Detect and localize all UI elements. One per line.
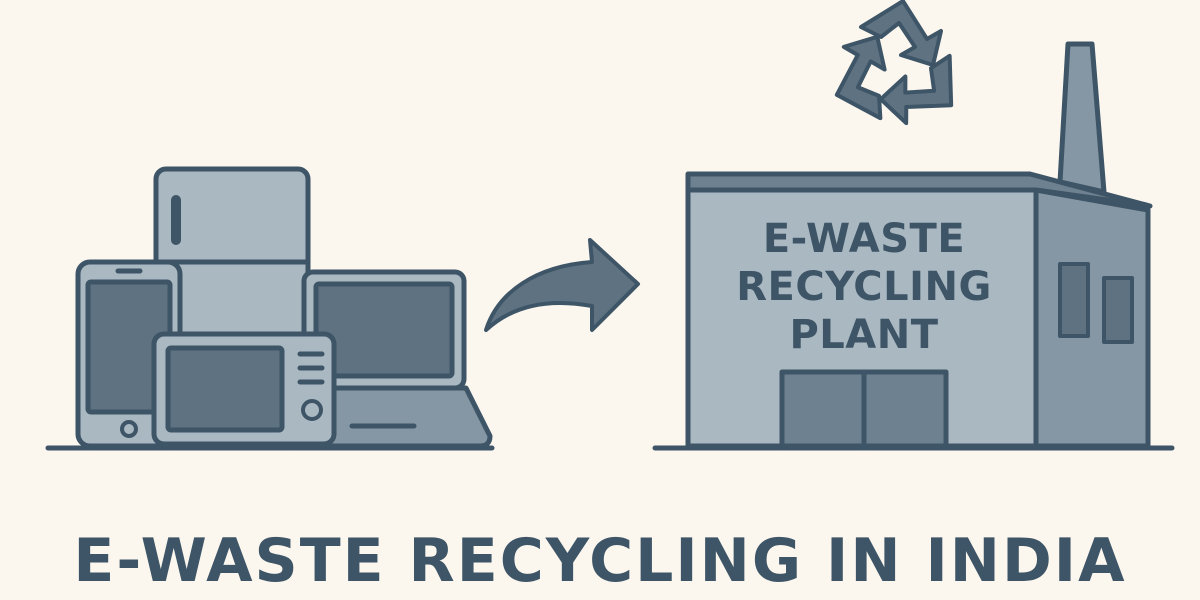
recycle-arrow-3 [834,34,887,121]
recycle-arrow-2 [878,53,954,126]
arrow-icon [484,238,640,332]
laptop-icon [293,269,493,449]
refrigerator-icon [153,166,311,362]
recycle-icon [834,0,954,126]
microwave-icon [151,331,337,447]
factory-window [1058,262,1090,338]
factory-icon [685,41,1153,449]
page-title: E-WASTE RECYCLING IN INDIA [73,526,1127,596]
plant-label-line-1: E-WASTE [763,216,965,262]
recycle-arrow-1 [859,0,943,67]
factory-window [1102,276,1134,344]
plant-label-line-2: RECYCLING [736,264,992,310]
plant-label: E-WASTE RECYCLING PLANT [736,216,992,358]
plant-label-line-3: PLANT [789,312,938,358]
chimney [1057,41,1107,195]
